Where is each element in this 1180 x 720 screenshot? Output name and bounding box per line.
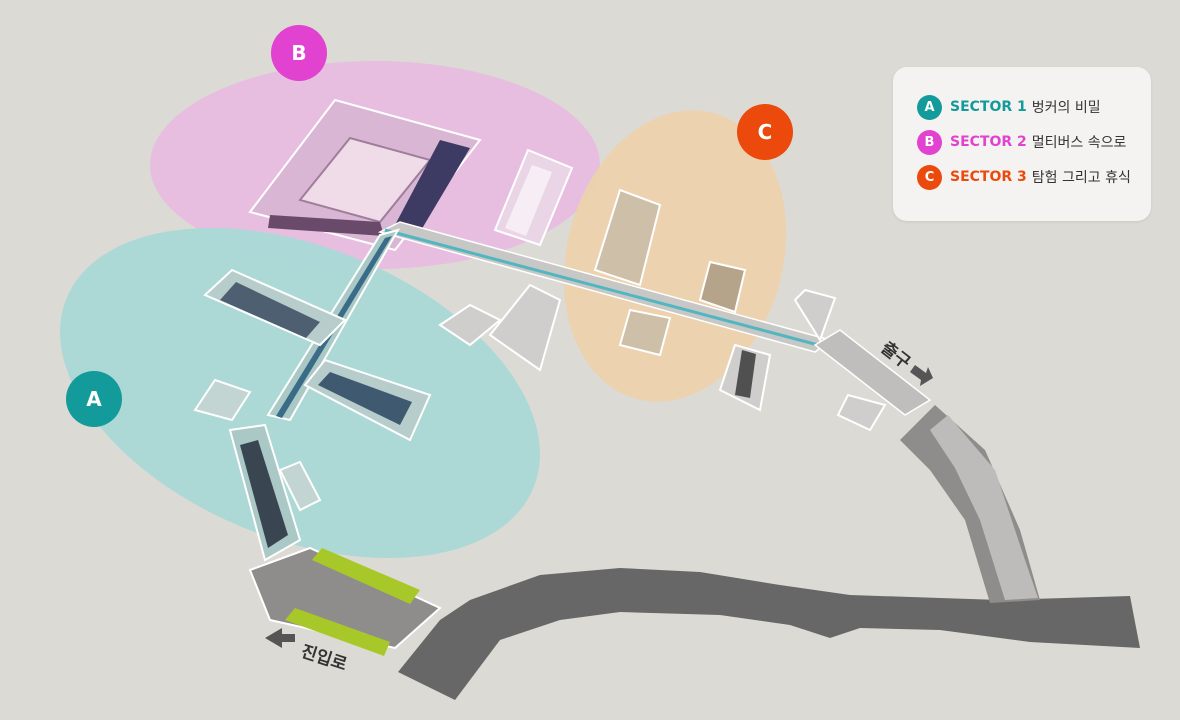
entrance-label: 진입로 [298, 642, 349, 676]
circle-b-icon: B [917, 129, 942, 155]
circle-c-icon: C [917, 164, 942, 190]
arrow-right-icon [910, 365, 933, 386]
legend-sector-title: 멀티버스 속으로 [1031, 135, 1127, 151]
sector-c-structure [593, 188, 747, 357]
legend-sector-label: SECTOR 3 [950, 169, 1027, 185]
main-corridor [377, 221, 932, 416]
arrow-left-icon [265, 628, 295, 648]
marker-c: C [737, 104, 793, 160]
legend-item-a: A SECTOR 1 벙커의 비밀 [917, 94, 1101, 120]
legend-item-c: C SECTOR 3 탐험 그리고 휴식 [917, 164, 1131, 190]
road-shadow [398, 568, 1140, 700]
marker-b: B [271, 25, 327, 81]
marker-a: A [66, 371, 122, 427]
side-rooms [438, 283, 887, 432]
legend-sector-title: 벙커의 비밀 [1031, 100, 1101, 116]
legend-sector-label: SECTOR 1 [950, 99, 1027, 115]
exit-ramp [900, 405, 1040, 603]
sector-a-structure [193, 228, 432, 562]
entrance-ramp [248, 546, 442, 656]
legend-sector-label: SECTOR 2 [950, 134, 1027, 150]
circle-a-icon: A [917, 94, 942, 120]
legend-item-b: B SECTOR 2 멀티버스 속으로 [917, 129, 1126, 155]
sector-legend: A SECTOR 1 벙커의 비밀 B SECTOR 2 멀티버스 속으로 C … [893, 67, 1151, 221]
legend-sector-title: 탐험 그리고 휴식 [1031, 170, 1131, 186]
sector-b-structure [248, 98, 574, 252]
